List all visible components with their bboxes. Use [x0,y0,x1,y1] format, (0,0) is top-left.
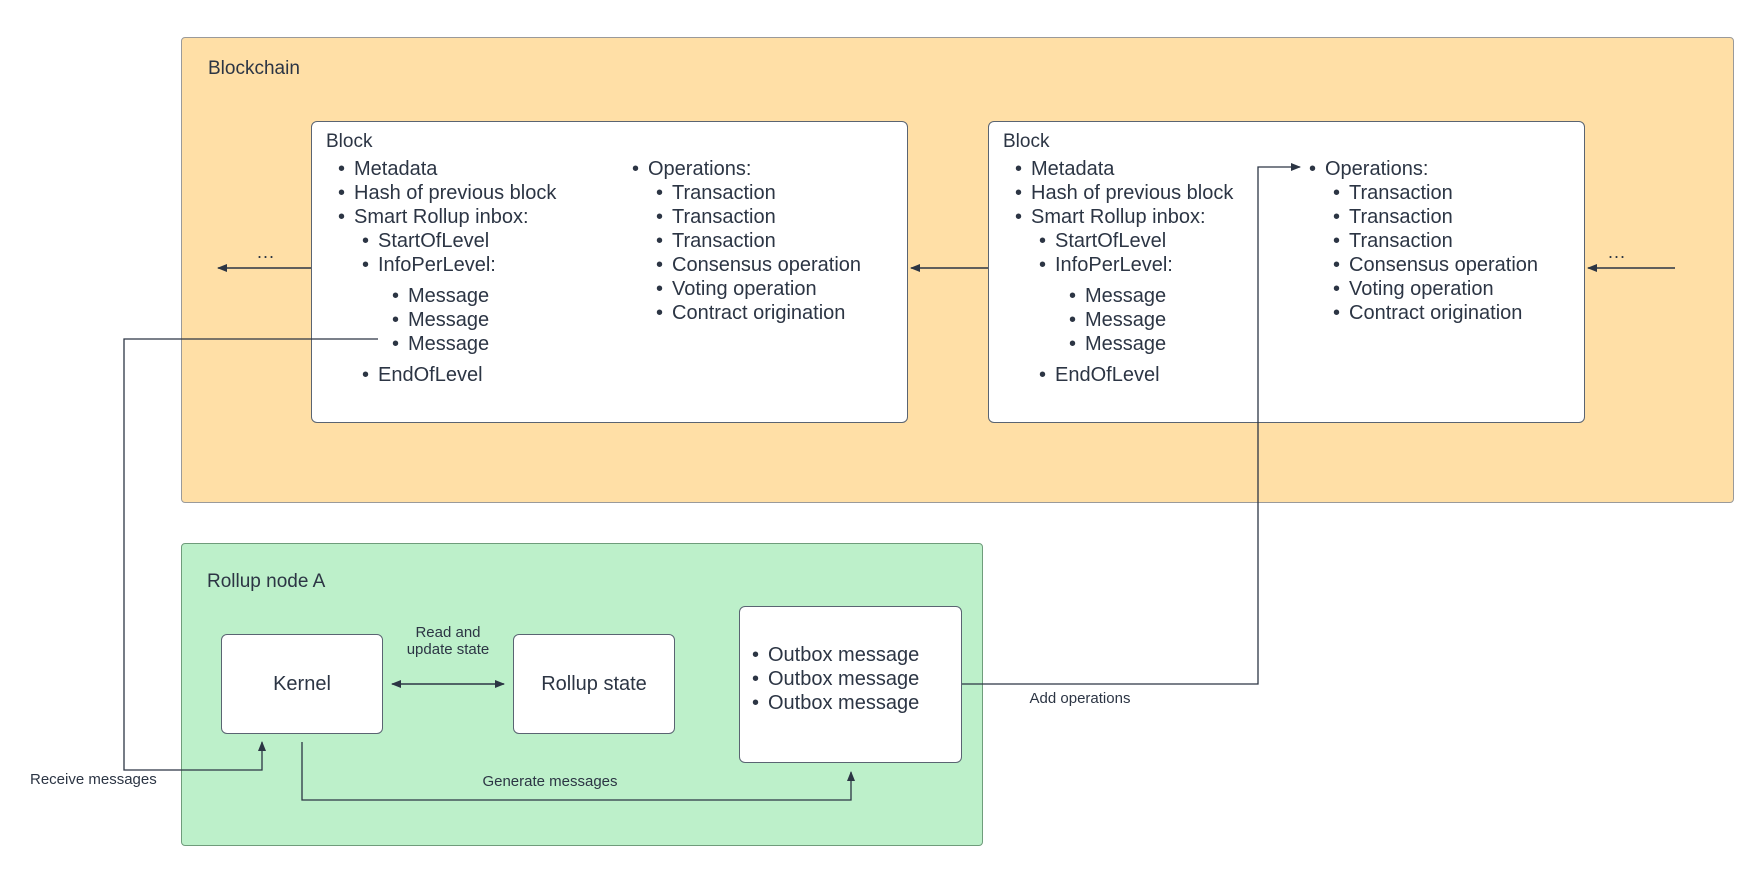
list-item: Outbox message [750,667,919,691]
list-item: Contract origination [654,301,861,325]
list-item: Outbox message [750,691,919,715]
list-item: Consensus operation [654,253,861,277]
block-2-inbox-list: Metadata Hash of previous block Smart Ro… [1013,157,1233,387]
chain-ellipsis-left: ... [257,242,276,262]
list-item: Transaction [654,205,861,229]
list-item: Message [1067,284,1233,308]
kernel-box-label: Kernel [273,672,331,695]
list-item: Message [390,284,556,308]
list-item: Transaction [654,181,861,205]
list-item: Smart Rollup inbox: [1013,205,1233,229]
list-item: InfoPerLevel: [1037,253,1233,277]
block-2-operations-list: Operations: Transaction Transaction Tran… [1307,157,1538,325]
list-item: Transaction [1331,205,1538,229]
list-item: Outbox message [750,643,919,667]
list-item: Transaction [654,229,861,253]
list-item: Hash of previous block [1013,181,1233,205]
rollup-node-region-title: Rollup node A [207,571,326,592]
rollup-state-box-label: Rollup state [541,672,647,695]
list-item: Message [1067,308,1233,332]
list-item: StartOfLevel [360,229,556,253]
list-item: Metadata [336,157,556,181]
list-item: EndOfLevel [360,363,556,387]
list-item: Message [1067,332,1233,356]
receive-messages-label: Receive messages [30,771,157,788]
list-item: Operations: [630,157,861,181]
blockchain-region-title: Blockchain [208,58,300,79]
list-item: Hash of previous block [336,181,556,205]
list-item: Transaction [1331,181,1538,205]
chain-ellipsis-right: ... [1608,242,1627,262]
list-item: Operations: [1307,157,1538,181]
add-operations-label: Add operations [1029,690,1131,707]
block-card-2-title: Block [1003,131,1050,152]
outbox-messages-list: Outbox message Outbox message Outbox mes… [750,643,919,715]
read-update-state-label: Read and update state [406,624,490,658]
list-item: Smart Rollup inbox: [336,205,556,229]
list-item: Voting operation [1331,277,1538,301]
rollup-state-box [513,634,675,734]
list-item: Consensus operation [1331,253,1538,277]
list-item: EndOfLevel [1037,363,1233,387]
list-item: StartOfLevel [1037,229,1233,253]
generate-messages-label: Generate messages [482,773,618,790]
list-item: Voting operation [654,277,861,301]
list-item: Metadata [1013,157,1233,181]
list-item: Contract origination [1331,301,1538,325]
list-item: Transaction [1331,229,1538,253]
block-card-1-title: Block [326,131,373,152]
block-1-inbox-list: Metadata Hash of previous block Smart Ro… [336,157,556,387]
list-item: InfoPerLevel: [360,253,556,277]
list-item: Message [390,308,556,332]
list-item: Message [390,332,556,356]
block-1-operations-list: Operations: Transaction Transaction Tran… [630,157,861,325]
